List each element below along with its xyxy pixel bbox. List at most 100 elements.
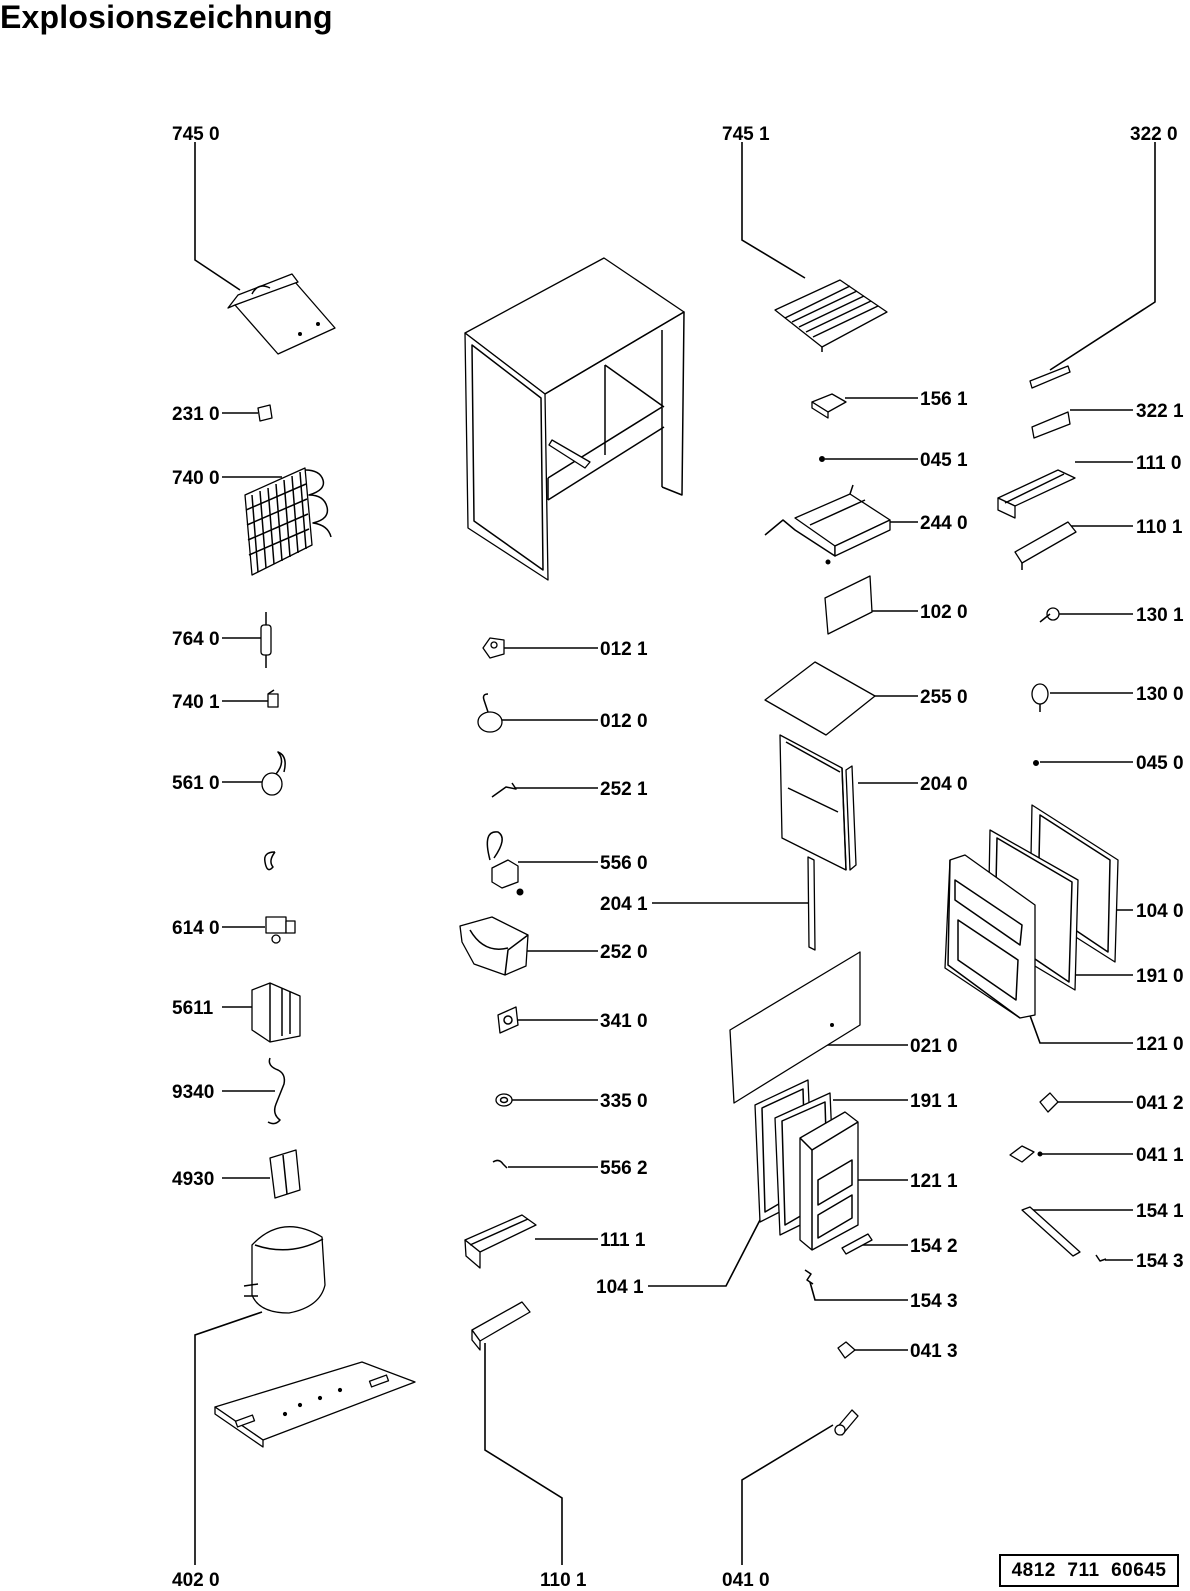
label-154-2: 154 2 <box>910 1236 958 1257</box>
label-4930: 4930 <box>172 1169 214 1190</box>
label-561-0: 561 0 <box>172 773 220 794</box>
label-121-1: 121 1 <box>910 1171 958 1192</box>
label-041-0: 041 0 <box>722 1570 770 1591</box>
label-191-0: 191 0 <box>1136 966 1184 987</box>
label-012-1: 012 1 <box>600 639 648 660</box>
part-cable <box>267 1057 286 1125</box>
label-111-1: 111 1 <box>600 1230 646 1251</box>
label-252-1: 252 1 <box>600 779 648 800</box>
part-grille <box>774 279 888 352</box>
part-screw-right <box>1033 760 1039 766</box>
part-clip <box>257 404 273 422</box>
part-hinge-upper-b <box>1009 1145 1043 1163</box>
part-panel <box>729 951 861 1104</box>
part-door-rail <box>1021 1206 1081 1257</box>
document-number: 4812 711 60645 <box>999 1554 1179 1587</box>
label-130-0: 130 0 <box>1136 684 1184 705</box>
label-9340: 9340 <box>172 1082 214 1103</box>
part-bracket-plate <box>227 273 336 355</box>
part-plate <box>824 575 873 635</box>
label-322-0: 322 0 <box>1130 124 1178 145</box>
label-5611: 5611 <box>172 998 214 1019</box>
label-335-0: 335 0 <box>600 1091 648 1112</box>
label-255-0: 255 0 <box>920 687 968 708</box>
part-hinge-lower-b <box>834 1409 859 1436</box>
label-104-1: 104 1 <box>596 1277 644 1298</box>
part-hinge-bracket <box>482 637 505 659</box>
part-thermostat <box>261 751 286 796</box>
part-cabinet <box>464 257 685 581</box>
part-labels: 745 0 745 1 322 0 231 0 740 0 156 1 322 … <box>172 124 1184 1591</box>
part-hinge-upper-a <box>1039 1092 1059 1113</box>
part-knob-plate <box>497 1006 519 1034</box>
label-341-0: 341 0 <box>600 1011 648 1032</box>
part-evaporator-tray <box>764 484 891 565</box>
part-door-handle-lower <box>464 1214 537 1269</box>
label-104-0: 104 0 <box>1136 901 1184 922</box>
label-244-0: 244 0 <box>920 513 968 534</box>
part-door-handle-upper <box>997 469 1076 519</box>
label-021-0: 021 0 <box>910 1036 958 1057</box>
label-740-1: 740 1 <box>172 692 220 713</box>
label-130-1: 130 1 <box>1136 605 1184 626</box>
label-045-0: 045 0 <box>1136 753 1184 774</box>
part-screw-upper <box>819 456 825 462</box>
label-121-0: 121 0 <box>1136 1034 1184 1055</box>
part-compressor <box>214 1226 416 1448</box>
label-252-0: 252 0 <box>600 942 648 963</box>
part-upper-door-set <box>944 804 1119 1019</box>
part-shelf <box>764 661 876 736</box>
label-740-0: 740 0 <box>172 468 220 489</box>
part-condenser <box>244 467 332 576</box>
label-154-1: 154 1 <box>1136 1201 1184 1222</box>
label-154-3-right: 154 3 <box>1136 1251 1184 1272</box>
label-041-2: 041 2 <box>1136 1093 1184 1114</box>
leader-lines <box>194 142 1156 1565</box>
label-156-1: 156 1 <box>920 389 968 410</box>
part-damper <box>811 393 847 419</box>
label-204-0: 204 0 <box>920 774 968 795</box>
part-lamp-switch <box>486 831 524 896</box>
part-door-strip <box>807 856 816 951</box>
label-745-1: 745 1 <box>722 124 770 145</box>
diagram-title: Explosionszeichnung <box>0 0 333 35</box>
part-door-rail-stop <box>1095 1254 1107 1262</box>
label-041-3: 041 3 <box>910 1341 958 1362</box>
part-inner-door <box>779 734 857 871</box>
part-starter <box>251 982 301 1043</box>
label-204-1: 204 1 <box>600 894 648 915</box>
part-hinge-pin <box>477 693 503 733</box>
part-spacer-b <box>804 1269 814 1285</box>
part-foot-a <box>1039 607 1060 623</box>
label-102-0: 102 0 <box>920 602 968 623</box>
part-handle-profile <box>471 1301 531 1351</box>
part-capillary-wire <box>263 851 276 871</box>
part-small-bracket <box>267 689 279 708</box>
label-110-1-bottom: 110 1 <box>540 1570 587 1591</box>
label-322-1: 322 1 <box>1136 401 1184 422</box>
part-thermostat-housing <box>459 916 529 976</box>
part-handle-profile-upper <box>1014 521 1077 570</box>
label-614-0: 614 0 <box>172 918 220 939</box>
label-231-0: 231 0 <box>172 404 220 425</box>
part-lower-door-set <box>754 1079 859 1251</box>
label-191-1: 191 1 <box>910 1091 958 1112</box>
label-402-0: 402 0 <box>172 1570 220 1591</box>
label-556-2: 556 2 <box>600 1158 648 1179</box>
part-foot-b <box>1031 683 1049 712</box>
part-filter-drier <box>260 612 272 668</box>
part-hinge-lower-a <box>837 1341 856 1359</box>
label-045-1: 045 1 <box>920 450 968 471</box>
label-745-0: 745 0 <box>172 124 220 145</box>
part-lamp <box>492 1159 508 1169</box>
label-041-1: 041 1 <box>1136 1145 1184 1166</box>
part-sensor-wire <box>491 782 517 798</box>
part-relay <box>265 916 296 944</box>
part-cover-box <box>269 1149 301 1199</box>
part-knob <box>495 1093 513 1107</box>
label-111-0: 111 0 <box>1136 453 1181 474</box>
part-cover-strip-b <box>1031 411 1071 439</box>
part-spacer-a <box>841 1233 873 1255</box>
label-556-0: 556 0 <box>600 853 648 874</box>
